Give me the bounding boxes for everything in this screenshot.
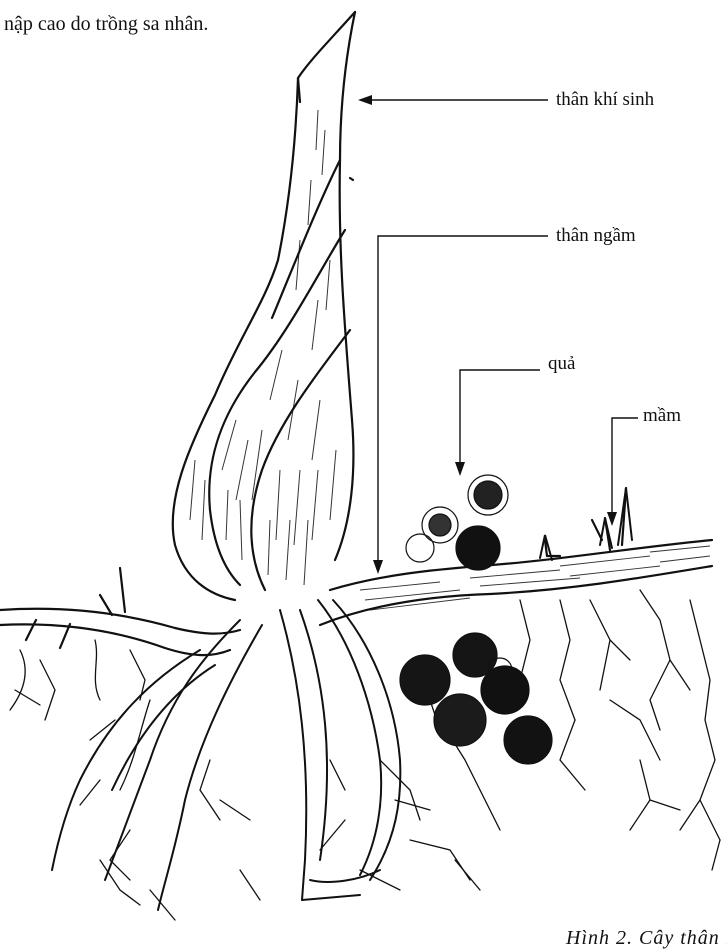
rhizome [320, 488, 712, 625]
roots [52, 600, 400, 910]
label-than-ngam: thân ngầm [556, 226, 636, 245]
shoot-buds [540, 488, 632, 560]
root-hairs [10, 590, 720, 920]
label-than-khi-sinh: thân khí sinh [556, 90, 654, 109]
label-qua: quả [548, 354, 575, 373]
aerial-stem [173, 12, 355, 600]
figure-caption: Hình 2. Cây thân lá [566, 928, 727, 948]
label-mam: mầm [643, 406, 681, 425]
fruit-cluster-upper [406, 475, 508, 570]
left-rhizome [0, 568, 240, 655]
fruit-cluster-lower [400, 633, 552, 764]
aerial-stem-shading [190, 110, 336, 585]
